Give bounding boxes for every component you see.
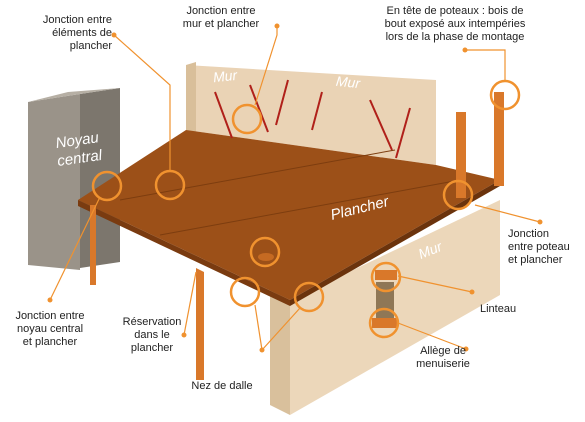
post — [494, 92, 504, 186]
back-wall-label-right: Mur — [335, 72, 361, 92]
reservation-hole — [258, 253, 274, 261]
floor-top — [78, 130, 500, 300]
circle-wall-joint — [231, 103, 263, 135]
label-nez-dalle: Nez de dalle — [191, 380, 253, 392]
support-post — [196, 268, 204, 380]
circle-slab-edge-2 — [293, 281, 325, 313]
window-sill — [372, 318, 398, 328]
back-wall-label-left: Mur — [212, 66, 238, 86]
label-jonction-elements: Jonction entre éléments de plancher — [42, 14, 112, 52]
support-post — [90, 205, 96, 285]
circle-reservation — [249, 236, 281, 268]
leader-lines — [49, 26, 541, 351]
front-wall-left — [270, 290, 290, 415]
wall-brackets — [214, 79, 411, 159]
label-jonction-noyau: Jonction entre noyau central et plancher — [15, 310, 85, 348]
front-wall-face — [290, 200, 500, 415]
label-jonction-mur: Jonction entre mur et plancher — [182, 5, 260, 30]
floor-joint-line — [159, 179, 461, 236]
leader-dots — [47, 23, 543, 353]
highlight-circles — [91, 79, 521, 339]
core-label: Noyau central — [54, 129, 104, 170]
back-wall-side — [186, 62, 196, 133]
floor-joint-line — [119, 149, 396, 201]
label-linteau: Linteau — [480, 303, 517, 315]
back-wall — [186, 65, 436, 165]
label-jonction-poteau: Jonction entre poteau et plancher — [508, 228, 570, 266]
core-front — [28, 94, 80, 270]
circle-slab-edge-1 — [229, 276, 261, 308]
label-allege: Allège de menuiserie — [416, 345, 470, 370]
lintel — [375, 270, 397, 280]
circle-post-floor — [442, 179, 474, 211]
floor-edge-right — [290, 180, 500, 306]
label-tete-poteaux: En tête de poteaux : bois de bout exposé… — [384, 5, 526, 43]
post — [456, 112, 466, 198]
label-reservation: Réservation dans le plancher — [122, 316, 182, 354]
circle-core-joint — [91, 170, 123, 202]
